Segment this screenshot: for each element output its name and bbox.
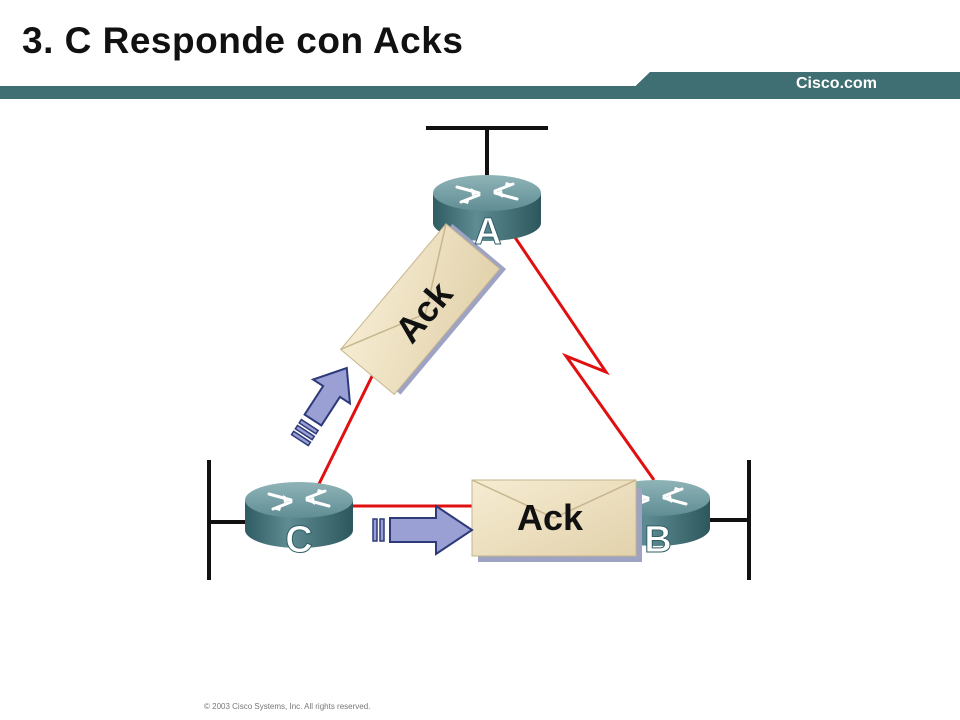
ack-envelope-to-b: Ack [471, 479, 642, 562]
router-c-label: C [285, 519, 312, 561]
header-bar [0, 72, 960, 99]
cisco-brand-logo: Cisco.com [796, 75, 877, 92]
lan-segment-a [426, 126, 548, 180]
ack-label-b: Ack [517, 497, 584, 538]
arrow-c-to-b [372, 504, 474, 556]
slide-title: 3. C Responde con Acks [22, 20, 464, 61]
lan-segment-c [207, 460, 246, 580]
arrow-c-to-a [290, 366, 352, 447]
router-a-label: A [474, 211, 501, 253]
lan-segment-b [706, 460, 751, 580]
router-b-label: B [644, 519, 671, 561]
link-a-b-serial [508, 229, 656, 481]
copyright-footer: © 2003 Cisco Systems, Inc. All rights re… [204, 702, 371, 711]
